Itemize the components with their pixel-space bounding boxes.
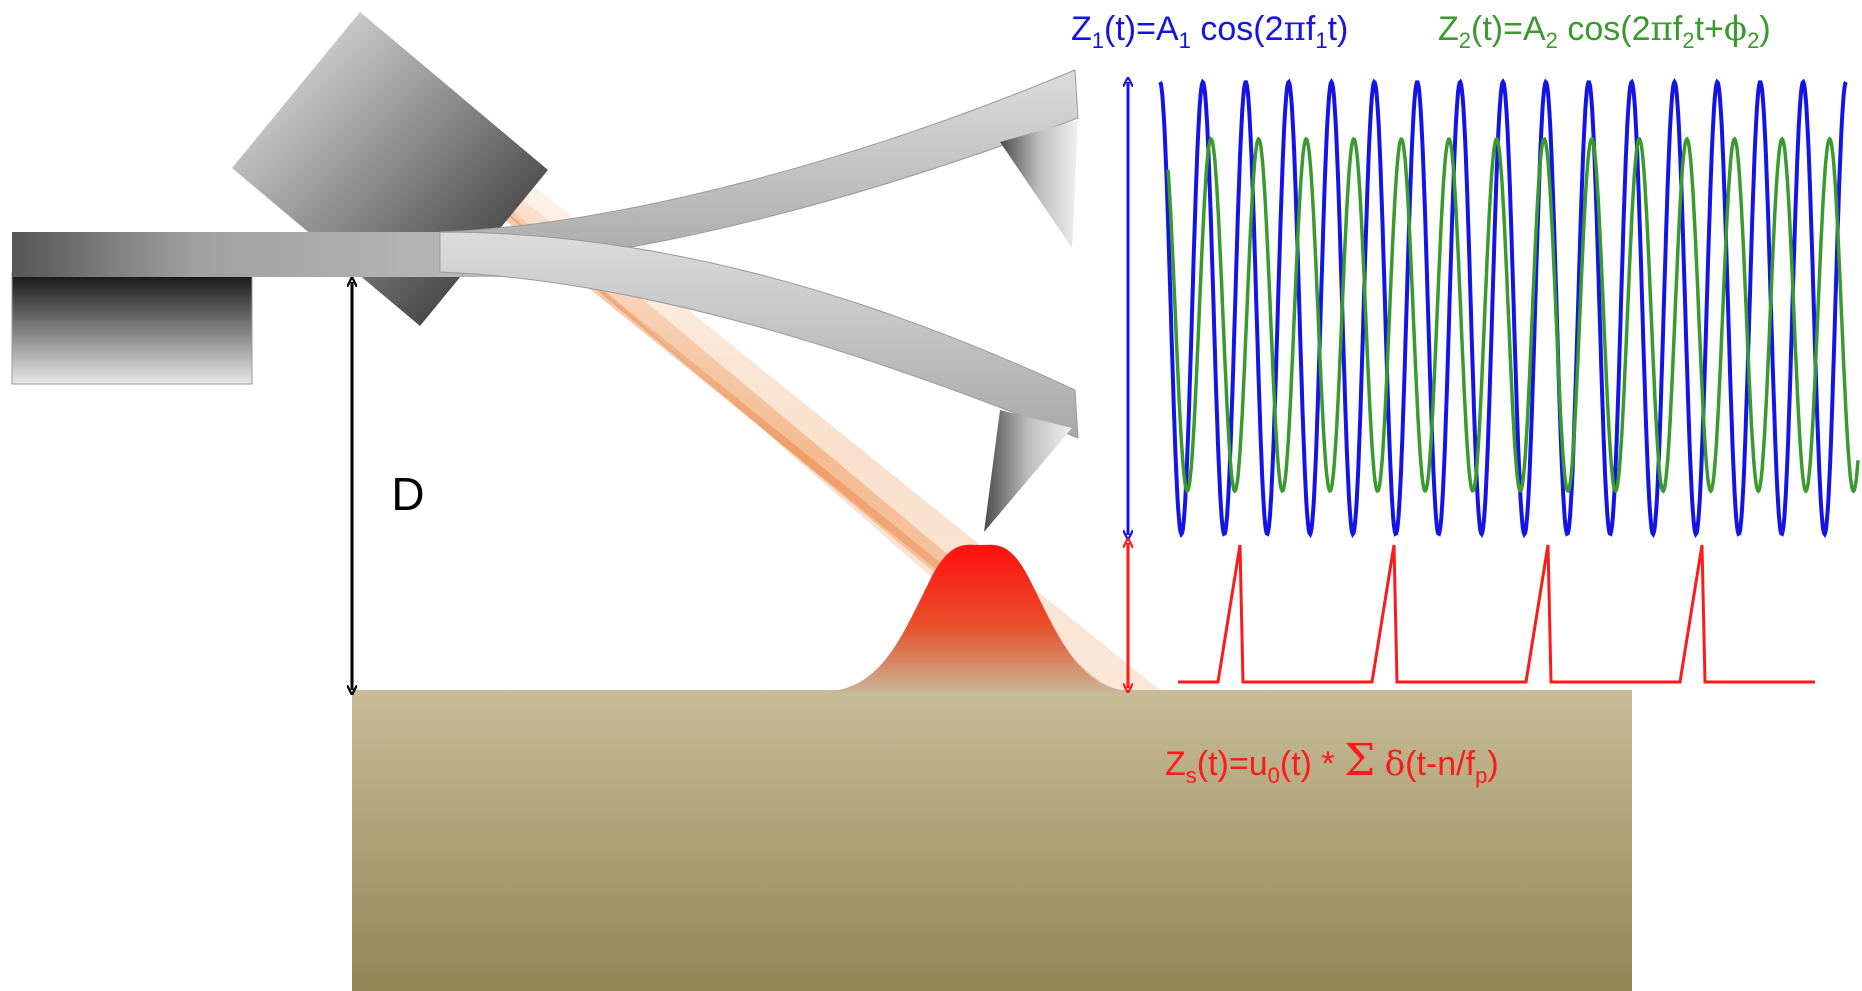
equation-z2: Z2(t)=A2 cos(2πf2t+ϕ2)	[1438, 9, 1771, 53]
wave-z2	[1166, 136, 1860, 494]
wave-zs	[1178, 544, 1815, 684]
thermal-bump	[820, 544, 1140, 692]
equation-z1: Z1(t)=A1 cos(2πf1t)	[1071, 9, 1348, 53]
tip-up	[1000, 120, 1078, 248]
distance-label: D	[391, 468, 424, 520]
tip-down	[984, 410, 1072, 532]
equation-zs: Zs(t)=u0(t) * Σ δ(t-n/fp)	[1165, 735, 1499, 788]
sample-block	[352, 690, 1632, 991]
cantilever-down	[439, 231, 1079, 439]
mount-block	[11, 271, 253, 385]
